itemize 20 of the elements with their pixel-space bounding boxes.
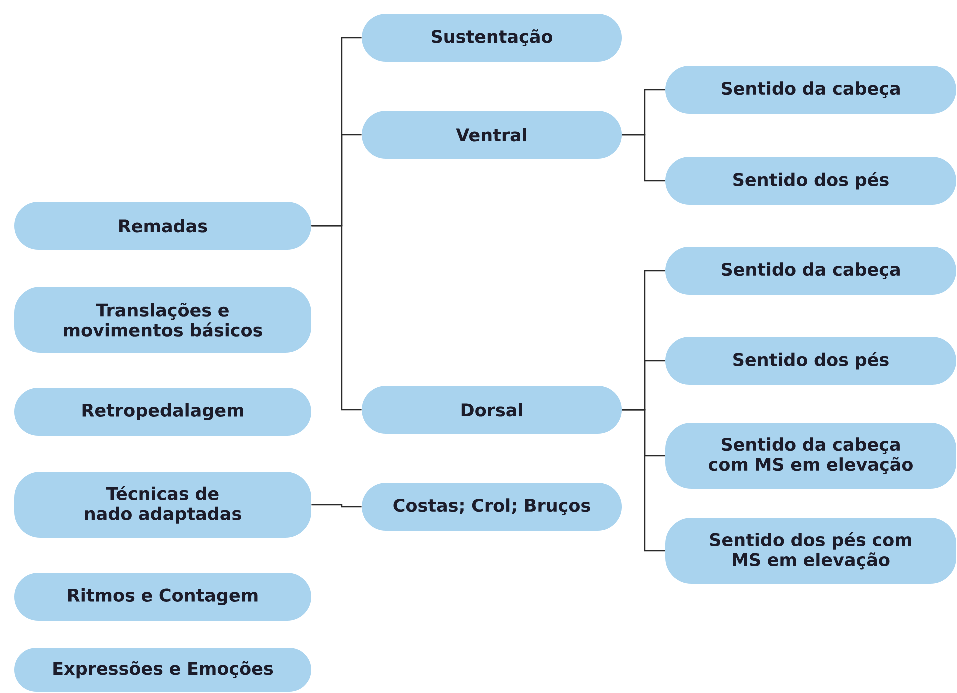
rounded-box: Ventral bbox=[362, 111, 622, 159]
rounded-box: Expressões e Emoções bbox=[14, 648, 312, 692]
rounded-box: Dorsal bbox=[362, 386, 622, 434]
rounded-box: Sentido da cabeça com MS em elevação bbox=[666, 423, 957, 489]
rounded-box: Sentido dos pés bbox=[666, 157, 957, 205]
rounded-box: Sentido dos pés bbox=[666, 337, 957, 385]
rounded-box: Remadas bbox=[14, 202, 312, 250]
rounded-box: Sentido da cabeça bbox=[666, 66, 957, 114]
rounded-box: Sentido dos pés com MS em elevação bbox=[666, 518, 957, 584]
connector-line bbox=[312, 504, 362, 508]
connector-line bbox=[312, 225, 362, 411]
rounded-box: Técnicas de nado adaptadas bbox=[14, 472, 312, 538]
rounded-box: Costas; Crol; Bruços bbox=[362, 483, 622, 531]
rounded-box: Sustentação bbox=[362, 14, 622, 62]
connector-line bbox=[622, 134, 666, 182]
rounded-box: Translações e movimentos básicos bbox=[14, 287, 312, 353]
rounded-box: Ritmos e Contagem bbox=[14, 573, 312, 621]
rounded-box: Retropedalagem bbox=[14, 388, 312, 436]
rounded-box: Sentido da cabeça bbox=[666, 247, 957, 295]
connector-line bbox=[622, 409, 666, 552]
